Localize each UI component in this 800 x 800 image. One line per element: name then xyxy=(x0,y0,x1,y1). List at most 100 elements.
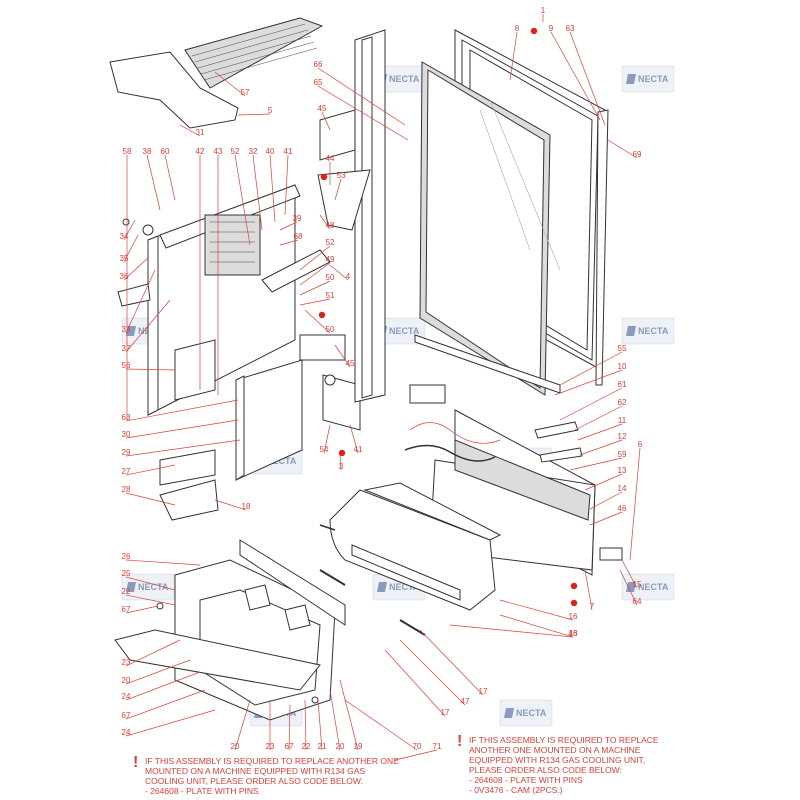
leader-line xyxy=(288,704,291,751)
callout-number: 16 xyxy=(569,629,578,638)
watermark-text: NECTA xyxy=(516,708,547,718)
callout-number: 71 xyxy=(433,742,442,751)
leader-line xyxy=(125,439,241,457)
callout-number: 23 xyxy=(122,658,131,667)
watermark-text: NECTA xyxy=(389,582,420,592)
leader-line xyxy=(234,699,251,751)
leader-line xyxy=(334,178,342,201)
leader-line xyxy=(621,559,638,589)
leader-lines xyxy=(123,14,641,761)
leader-line xyxy=(146,154,161,211)
necta-logo-icon xyxy=(377,582,387,592)
callout-number: 16 xyxy=(569,612,578,621)
callout-number: 58 xyxy=(123,147,132,156)
callout-number: 61 xyxy=(618,380,627,389)
warning-mark-icon: ! xyxy=(457,733,463,750)
leader-line xyxy=(339,679,359,751)
callout-number: 54 xyxy=(320,445,329,454)
callout-number: 67 xyxy=(285,742,294,751)
callout-number: 42 xyxy=(196,147,205,156)
warning-mark-icon: ! xyxy=(133,754,139,771)
callout-number: 52 xyxy=(231,147,240,156)
callout-number: 5 xyxy=(268,106,273,115)
leader-line xyxy=(299,262,331,286)
leader-line xyxy=(559,387,623,421)
callout-number: 6 xyxy=(638,440,643,449)
reference-dots xyxy=(318,27,578,607)
leader-line xyxy=(584,569,593,611)
necta-watermark: NECTA xyxy=(621,65,675,93)
necta-logo-icon xyxy=(626,74,636,84)
necta-logo-icon xyxy=(126,326,136,336)
leader-line xyxy=(569,31,606,126)
leader-line xyxy=(125,671,201,701)
leader-line xyxy=(299,245,331,271)
leader-line xyxy=(304,309,331,334)
callout-number: 49 xyxy=(326,255,335,264)
callout-number: 10 xyxy=(618,362,627,371)
watermark-text: NECTA xyxy=(638,326,669,336)
watermark-box xyxy=(621,317,675,345)
callout-number: 13 xyxy=(618,466,627,475)
leader-line xyxy=(125,399,239,422)
callout-number: 55 xyxy=(618,344,627,353)
leader-line xyxy=(334,344,351,368)
necta-watermark: NECTA xyxy=(621,573,675,601)
necta-logo-icon xyxy=(126,582,136,592)
leader-line xyxy=(499,599,574,621)
leader-line xyxy=(125,419,239,439)
callout-number: 69 xyxy=(633,150,642,159)
leader-line xyxy=(554,369,623,396)
callout-number: 47 xyxy=(461,697,470,706)
callout-number: 17 xyxy=(479,687,488,696)
callout-number: 66 xyxy=(314,60,323,69)
leader-line xyxy=(299,298,331,306)
base-frame-assembly xyxy=(114,539,426,721)
callout-number: 48 xyxy=(326,221,335,230)
callout-number: 12 xyxy=(618,432,627,441)
leader-line xyxy=(339,454,342,471)
callout-number: 14 xyxy=(618,484,627,493)
leader-line xyxy=(321,111,331,131)
callout-number: 41 xyxy=(284,147,293,156)
leader-line xyxy=(123,219,136,241)
watermark-text: NECTA xyxy=(389,74,420,84)
callout-number: 70 xyxy=(413,742,422,751)
leader-line xyxy=(214,499,247,511)
leader-line xyxy=(317,699,323,751)
callout-number: 15 xyxy=(633,580,642,589)
leader-line xyxy=(344,699,418,751)
callout-number: 18 xyxy=(242,502,251,511)
leader-line xyxy=(394,749,438,761)
callout-number: 45 xyxy=(318,104,327,113)
leader-line xyxy=(384,649,446,717)
reference-dot xyxy=(320,173,328,181)
callout-number: 23 xyxy=(266,742,275,751)
callout-number: 67 xyxy=(122,605,131,614)
leader-line xyxy=(317,85,409,141)
necta-watermark: NECTA xyxy=(121,573,175,601)
leader-line xyxy=(279,239,299,246)
callout-number: 21 xyxy=(318,742,327,751)
callout-number: 28 xyxy=(122,485,131,494)
watermark-box xyxy=(121,573,175,601)
leader-line xyxy=(125,368,176,371)
top-cover-assembly xyxy=(109,17,324,129)
callout-number: 11 xyxy=(618,416,627,425)
leader-line xyxy=(125,659,191,685)
callout-number: 65 xyxy=(314,78,323,87)
leader-line xyxy=(284,154,289,216)
necta-logo-icon xyxy=(504,708,514,718)
leader-line xyxy=(629,447,641,561)
leader-line xyxy=(125,639,181,667)
leader-line xyxy=(125,492,176,506)
callout-number: 27 xyxy=(122,467,131,476)
leader-line xyxy=(125,559,201,566)
callout-number: 50 xyxy=(326,273,335,282)
leader-line xyxy=(125,689,206,720)
leader-line xyxy=(299,280,331,296)
leader-line xyxy=(179,124,201,137)
callout-number: 43 xyxy=(214,147,223,156)
leader-line xyxy=(317,67,406,126)
